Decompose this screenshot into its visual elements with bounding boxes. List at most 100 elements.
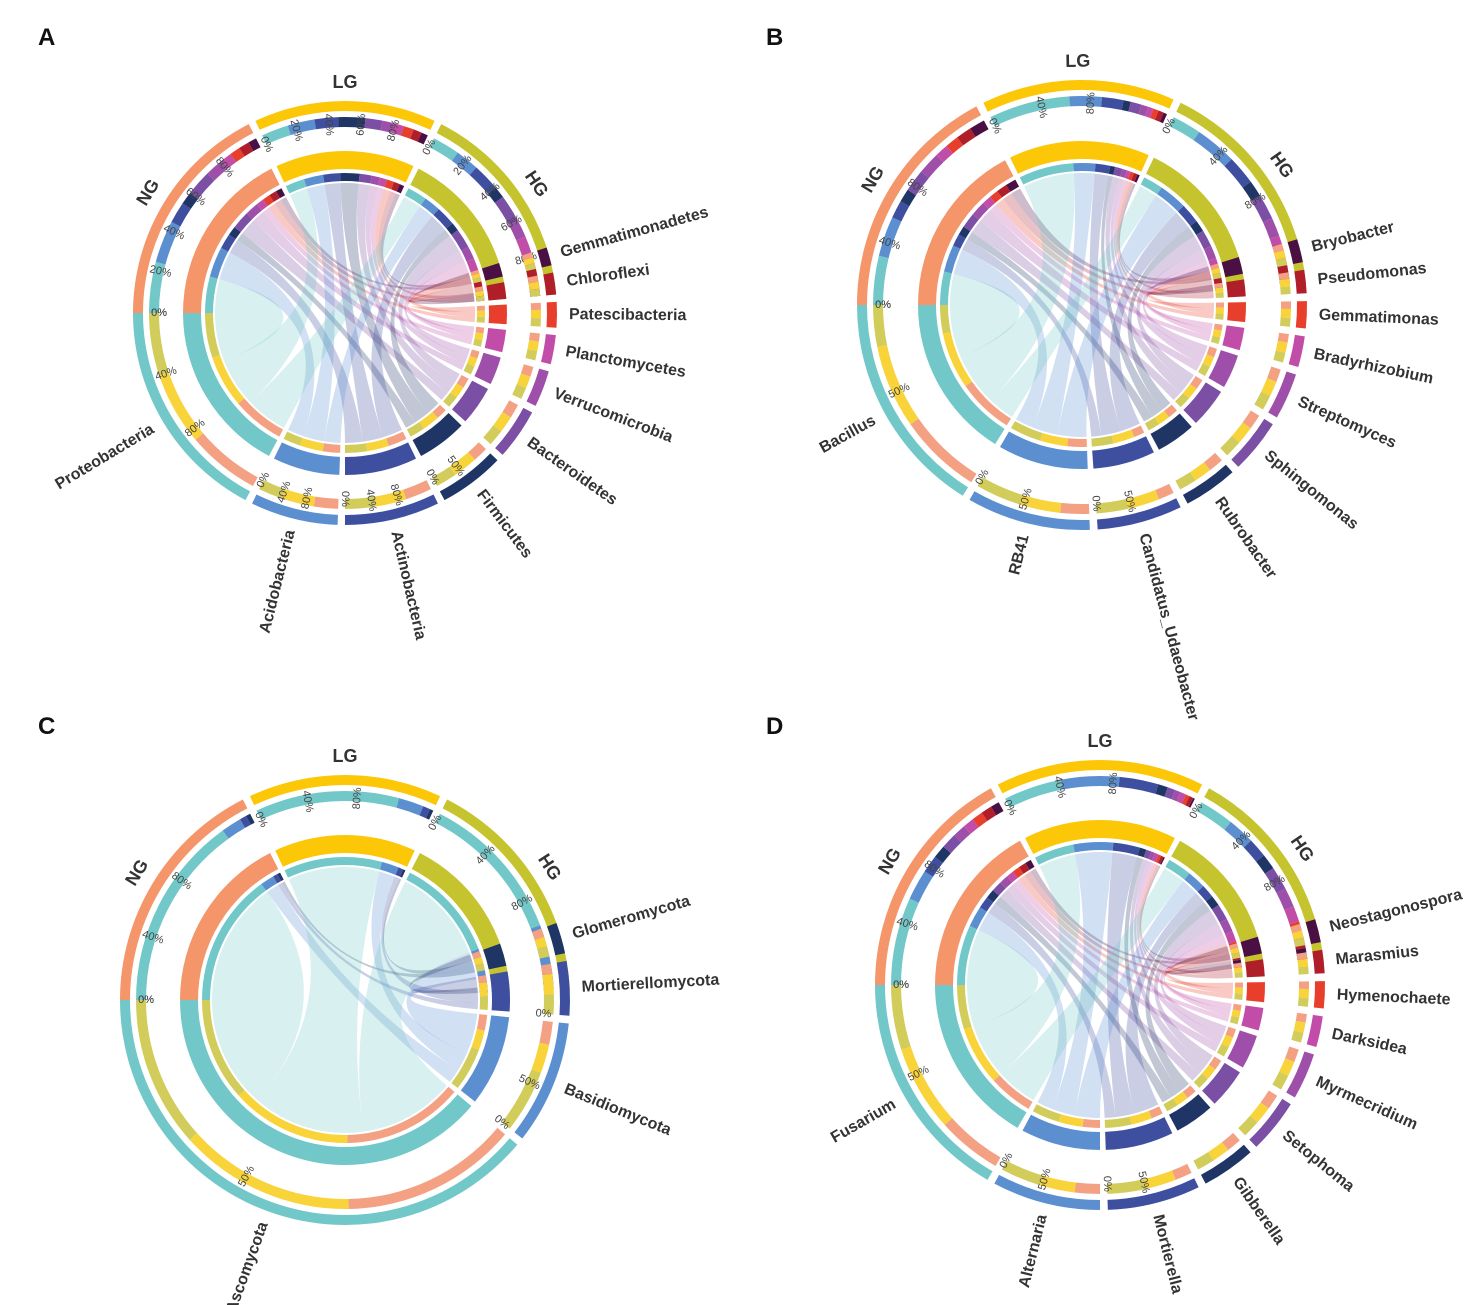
chords bbox=[967, 852, 1234, 1118]
chord-ribbon bbox=[1160, 923, 1227, 1036]
chord-ribbon bbox=[381, 876, 478, 1003]
taxon-group-split-segment bbox=[527, 275, 539, 284]
group-composition-segment bbox=[1276, 888, 1294, 911]
chord-ribbon bbox=[1101, 175, 1162, 417]
taxon-group-split-segment bbox=[189, 1133, 349, 1209]
group-label-lg: LG bbox=[333, 72, 358, 92]
taxon-inner-split-segment bbox=[1215, 302, 1225, 308]
taxon-inner-split-segment bbox=[1190, 376, 1203, 389]
tick-label: 0% bbox=[1089, 495, 1102, 512]
chord-ribbon bbox=[267, 884, 459, 1082]
group-composition-segment bbox=[452, 152, 477, 175]
taxon-inner-split-segment bbox=[1211, 267, 1221, 275]
taxon-group-split-segment bbox=[521, 252, 533, 261]
taxon-group-split-segment bbox=[516, 373, 531, 389]
group-composition-segment bbox=[972, 812, 988, 828]
taxon-group-split-segment bbox=[374, 489, 407, 507]
group-composition-segment bbox=[469, 167, 496, 194]
taxon-inner-split-segment bbox=[1212, 329, 1222, 338]
taxon-inner-split-segment bbox=[443, 392, 457, 407]
taxon-inner-arc bbox=[1227, 1030, 1257, 1068]
group-composition-segment bbox=[1118, 776, 1159, 794]
taxon-inner-split-segment bbox=[1182, 1085, 1196, 1098]
group-inner-composition-segment bbox=[979, 897, 994, 912]
group-composition-segment bbox=[909, 871, 933, 903]
tick-label: 40% bbox=[1033, 95, 1049, 119]
taxon-group-split-segment bbox=[1275, 257, 1288, 268]
group-composition-segment bbox=[990, 96, 1070, 127]
group-inner-composition-segment bbox=[378, 177, 388, 188]
taxon-outer-arc bbox=[540, 334, 556, 365]
taxon-inner-split-segment bbox=[1154, 410, 1170, 425]
taxon-group-split-segment bbox=[1144, 1170, 1176, 1189]
taxon-group-split-segment bbox=[1280, 308, 1291, 318]
group-composition-segment bbox=[1193, 131, 1232, 167]
panel-a: ANG0%20%40%60%80%LG0%20%40%60%80%HG0%20%… bbox=[38, 24, 711, 642]
tick-label: 0% bbox=[893, 979, 909, 991]
chords bbox=[215, 183, 476, 443]
group-inner-composition-segment bbox=[1108, 165, 1116, 175]
taxon-inner-split-segment bbox=[419, 411, 438, 429]
chord-ribbon bbox=[324, 206, 433, 443]
chord-ribbon bbox=[229, 240, 363, 443]
taxon-inner-split-segment bbox=[1175, 393, 1190, 408]
taxon-group-split-segment bbox=[525, 349, 538, 361]
taxon-inner-split-segment bbox=[1234, 982, 1243, 988]
taxon-group-split-segment bbox=[501, 1069, 541, 1129]
group-inner-arc-ng bbox=[183, 168, 280, 313]
chord-ribbon bbox=[953, 249, 1047, 428]
taxon-outer-arc bbox=[1200, 1144, 1251, 1184]
taxon-group-split-segment bbox=[403, 480, 431, 500]
taxon-label: Basidiomycota bbox=[562, 1081, 674, 1139]
taxon-inner-split-segment bbox=[1234, 993, 1243, 1000]
group-composition-segment bbox=[892, 201, 910, 222]
taxon-inner-split-segment bbox=[475, 326, 485, 334]
taxon-group-split-segment bbox=[1106, 1179, 1147, 1194]
taxon-inner-split-segment bbox=[212, 355, 245, 404]
taxon-label: Firmicutes bbox=[473, 487, 535, 562]
group-label-lg: LG bbox=[1065, 51, 1090, 71]
chord-ribbon bbox=[410, 976, 478, 994]
taxon-inner-split-segment bbox=[238, 398, 284, 437]
group-composition-segment bbox=[1284, 906, 1299, 925]
taxon-inner-arc bbox=[935, 985, 1027, 1128]
group-inner-composition-segment bbox=[234, 213, 253, 233]
taxon-inner-split-segment bbox=[450, 383, 464, 398]
group-composition-segment bbox=[248, 138, 261, 152]
panel-d: DNG0%40%80%LG0%40%80%HG0%40%80%Fusarium0… bbox=[766, 713, 1464, 1296]
taxon-outer-arc bbox=[1294, 269, 1307, 294]
chord-ribbon bbox=[274, 199, 475, 303]
chord-ribbon bbox=[1146, 270, 1214, 309]
taxon-group-split-segment bbox=[524, 263, 536, 272]
taxon-group-split-segment bbox=[1175, 472, 1196, 490]
taxon-outer-arc bbox=[1288, 334, 1305, 368]
group-composition-segment bbox=[957, 128, 976, 146]
taxon-inner-arc bbox=[1150, 413, 1192, 450]
group-inner-composition-segment bbox=[1219, 918, 1233, 935]
group-outer-arc-ng bbox=[120, 799, 248, 1000]
tick-label: 80% bbox=[299, 486, 315, 510]
tick-label: 40% bbox=[322, 113, 336, 136]
group-composition-segment bbox=[1224, 159, 1251, 188]
chord-ribbon bbox=[1052, 852, 1113, 1116]
group-composition-segment bbox=[964, 819, 979, 834]
taxon-group-split-segment bbox=[910, 418, 977, 483]
group-inner-composition-segment bbox=[1157, 855, 1164, 865]
chord-ribbon bbox=[409, 954, 478, 994]
taxon-inner-arc bbox=[1183, 382, 1222, 423]
group-composition-segment bbox=[900, 189, 917, 207]
group-inner-composition-segment bbox=[370, 175, 381, 186]
taxon-inner-arc bbox=[1241, 1005, 1264, 1031]
tick-label: 40% bbox=[300, 790, 316, 814]
group-label-ng: NG bbox=[874, 844, 905, 877]
group-composition-segment bbox=[240, 815, 251, 828]
chord-ribbon bbox=[1032, 173, 1095, 435]
taxon-inner-split-segment bbox=[1206, 346, 1218, 358]
taxon-inner-split-segment bbox=[476, 1014, 488, 1031]
group-inner-composition-segment bbox=[1073, 163, 1096, 172]
group-inner-composition-segment bbox=[420, 198, 439, 216]
taxon-outer-arc bbox=[132, 313, 251, 501]
taxon-group-split-segment bbox=[540, 963, 553, 976]
chord-ribbon bbox=[383, 878, 474, 975]
